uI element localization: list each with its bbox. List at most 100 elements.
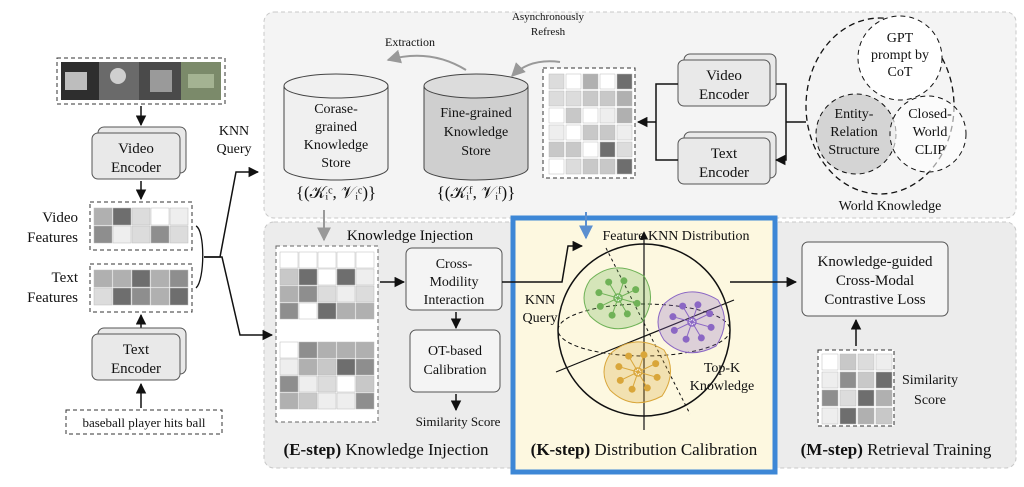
estep-caption-rest: Knowledge Injection bbox=[341, 440, 489, 459]
green-cluster-node bbox=[632, 286, 640, 294]
green-cluster-node bbox=[633, 299, 641, 307]
purple-cluster-node bbox=[669, 313, 677, 321]
orange-cluster-node bbox=[652, 360, 660, 368]
matrix-cell bbox=[582, 73, 599, 90]
matrix-cell bbox=[355, 268, 375, 286]
gpt-label-line: prompt by bbox=[871, 48, 929, 63]
green-cluster-node bbox=[605, 278, 613, 286]
upper-video-encoder-label-line: Video bbox=[706, 68, 742, 84]
kstep-knn-query-label-line: Query bbox=[523, 311, 558, 326]
cross-modality-label-line: Modility bbox=[429, 275, 478, 290]
left-video-encoder-box bbox=[91, 126, 187, 180]
matrix-cell bbox=[839, 371, 857, 389]
matrix-cell bbox=[298, 285, 318, 303]
upper-text-encoder-label-line: Text bbox=[711, 146, 738, 162]
matrix-cell bbox=[131, 225, 151, 244]
mstep-caption: (M-step) Retrieval Training bbox=[801, 440, 992, 459]
extraction-label: Extraction bbox=[385, 35, 435, 49]
contrastive-loss-label-line: Contrastive Loss bbox=[824, 292, 925, 308]
matrix-cell bbox=[279, 268, 299, 286]
query-text-box bbox=[65, 409, 223, 435]
matrix-cell bbox=[336, 375, 356, 393]
arrow-to-injection bbox=[204, 256, 274, 341]
matrix-cell bbox=[317, 392, 337, 410]
kstep-caption-bold: (K-step) bbox=[531, 440, 590, 459]
injection-matrix bbox=[275, 245, 379, 423]
upper-video-encoder-box bbox=[677, 53, 777, 107]
orange-cluster-node bbox=[628, 385, 636, 393]
green-cluster-node bbox=[608, 311, 616, 319]
matrix-cell bbox=[355, 341, 375, 359]
purple-cluster bbox=[657, 291, 725, 354]
cross-modality-label-line: Cross- bbox=[436, 257, 473, 272]
distribution-sphere bbox=[555, 231, 735, 430]
matrix-cell bbox=[875, 407, 893, 425]
matrix-cell bbox=[582, 124, 599, 141]
topk-label-line: Knowledge bbox=[690, 379, 755, 394]
purple-cluster-node bbox=[706, 310, 714, 318]
orange-cluster-node bbox=[616, 376, 624, 384]
clip-label-line: World bbox=[913, 125, 948, 140]
entity-label-line: Entity- bbox=[835, 107, 874, 122]
left-video-features bbox=[89, 201, 193, 251]
matrix-cell bbox=[298, 392, 318, 410]
left-text-encoder-label-line: Encoder bbox=[111, 361, 161, 377]
estep-caption: (E-step) Knowledge Injection bbox=[284, 440, 489, 459]
matrix-cell bbox=[616, 90, 633, 107]
matrix-cell bbox=[355, 251, 375, 269]
matrix-cell bbox=[821, 407, 839, 425]
matrix-cell bbox=[317, 358, 337, 376]
estep-caption-bold: (E-step) bbox=[284, 440, 342, 459]
knn-query-left-label-line: Query bbox=[217, 142, 252, 157]
matrix-cell bbox=[548, 90, 565, 107]
matrix-cell bbox=[336, 268, 356, 286]
matrix-cell bbox=[169, 269, 189, 288]
matrix-cell bbox=[565, 73, 582, 90]
matrix-cell bbox=[582, 90, 599, 107]
matrix-cell bbox=[857, 353, 875, 371]
similarity-matrix bbox=[817, 349, 895, 427]
matrix-cell bbox=[821, 353, 839, 371]
orange-cluster-node bbox=[640, 351, 648, 359]
contrastive-loss-label-line: Knowledge-guided bbox=[818, 254, 933, 270]
clip-label-line: CLIP bbox=[915, 143, 946, 158]
matrix-cell bbox=[857, 407, 875, 425]
matrix-cell bbox=[336, 285, 356, 303]
purple-cluster-node bbox=[697, 334, 705, 342]
matrix-cell bbox=[93, 225, 113, 244]
matrix-cell bbox=[355, 285, 375, 303]
matrix-cell bbox=[131, 287, 151, 306]
purple-cluster-node bbox=[694, 301, 702, 309]
matrix-cell bbox=[298, 358, 318, 376]
matrix-cell bbox=[150, 225, 170, 244]
matrix-cell bbox=[875, 353, 893, 371]
matrix-cell bbox=[150, 269, 170, 288]
matrix-cell bbox=[839, 353, 857, 371]
matrix-cell bbox=[821, 371, 839, 389]
orange-cluster bbox=[603, 341, 671, 404]
matrix-cell bbox=[317, 251, 337, 269]
matrix-cell bbox=[616, 141, 633, 158]
left-video-encoder-label-line: Video bbox=[118, 141, 154, 157]
gpt-label-line: CoT bbox=[888, 65, 913, 80]
matrix-cell bbox=[839, 407, 857, 425]
matrix-cell bbox=[298, 375, 318, 393]
entity-label-line: Relation bbox=[830, 125, 877, 140]
matrix-cell bbox=[150, 287, 170, 306]
matrix-cell bbox=[279, 375, 299, 393]
arrow-to-knn-query bbox=[204, 166, 260, 258]
green-cluster-node bbox=[596, 302, 604, 310]
matrix-cell bbox=[169, 225, 189, 244]
matrix-cell bbox=[336, 358, 356, 376]
matrix-cell bbox=[857, 371, 875, 389]
matrix-cell bbox=[279, 251, 299, 269]
matrix-cell bbox=[548, 141, 565, 158]
matrix-cell bbox=[565, 90, 582, 107]
matrix-cell bbox=[599, 141, 616, 158]
contrastive-loss-label-line: Cross-Modal bbox=[836, 273, 914, 289]
purple-cluster-node bbox=[679, 302, 687, 310]
gpt-label-line: GPT bbox=[887, 31, 914, 46]
coarse-store-label-line: Corase- bbox=[314, 102, 358, 117]
matrix-cell bbox=[565, 141, 582, 158]
